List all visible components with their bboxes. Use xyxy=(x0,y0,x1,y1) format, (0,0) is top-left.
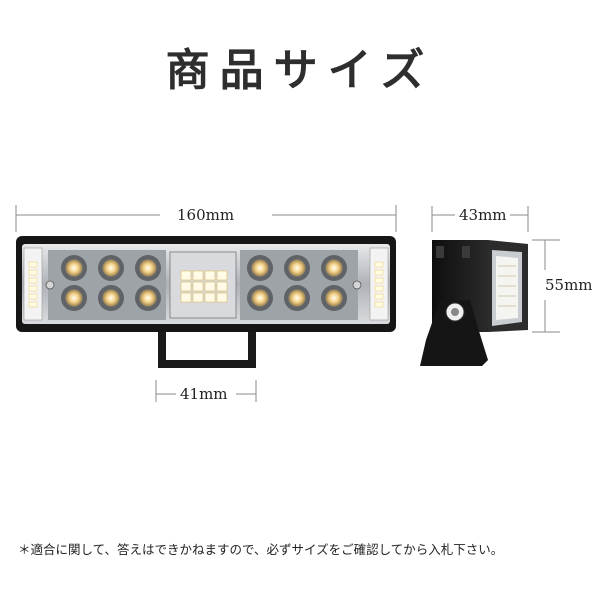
width-dimension-line xyxy=(15,205,397,232)
round-led-group-right xyxy=(247,255,347,311)
led-light-bar xyxy=(16,236,396,332)
mounting-bracket xyxy=(158,332,256,368)
page-title: 商品サイズ xyxy=(165,45,435,96)
height-dimension-label: 55mm xyxy=(545,276,593,294)
side-profile xyxy=(420,240,528,366)
depth-dimension-line xyxy=(431,206,529,232)
round-led-group-left xyxy=(61,255,161,311)
height-dimension-line xyxy=(532,239,560,333)
center-led-array xyxy=(180,270,228,303)
side-led-strip-left xyxy=(28,261,38,308)
fitment-note: ＊適合に関して、答えはできかねますので、必ずサイズをご確認してから入札下さい。 xyxy=(18,542,504,557)
width-dimension-label: 160mm xyxy=(177,206,235,224)
side-led-strip-right xyxy=(374,261,384,308)
depth-dimension-label: 43mm xyxy=(459,206,507,224)
bracket-dimension-line xyxy=(155,380,257,402)
bracket-dimension-label: 41mm xyxy=(180,385,228,403)
